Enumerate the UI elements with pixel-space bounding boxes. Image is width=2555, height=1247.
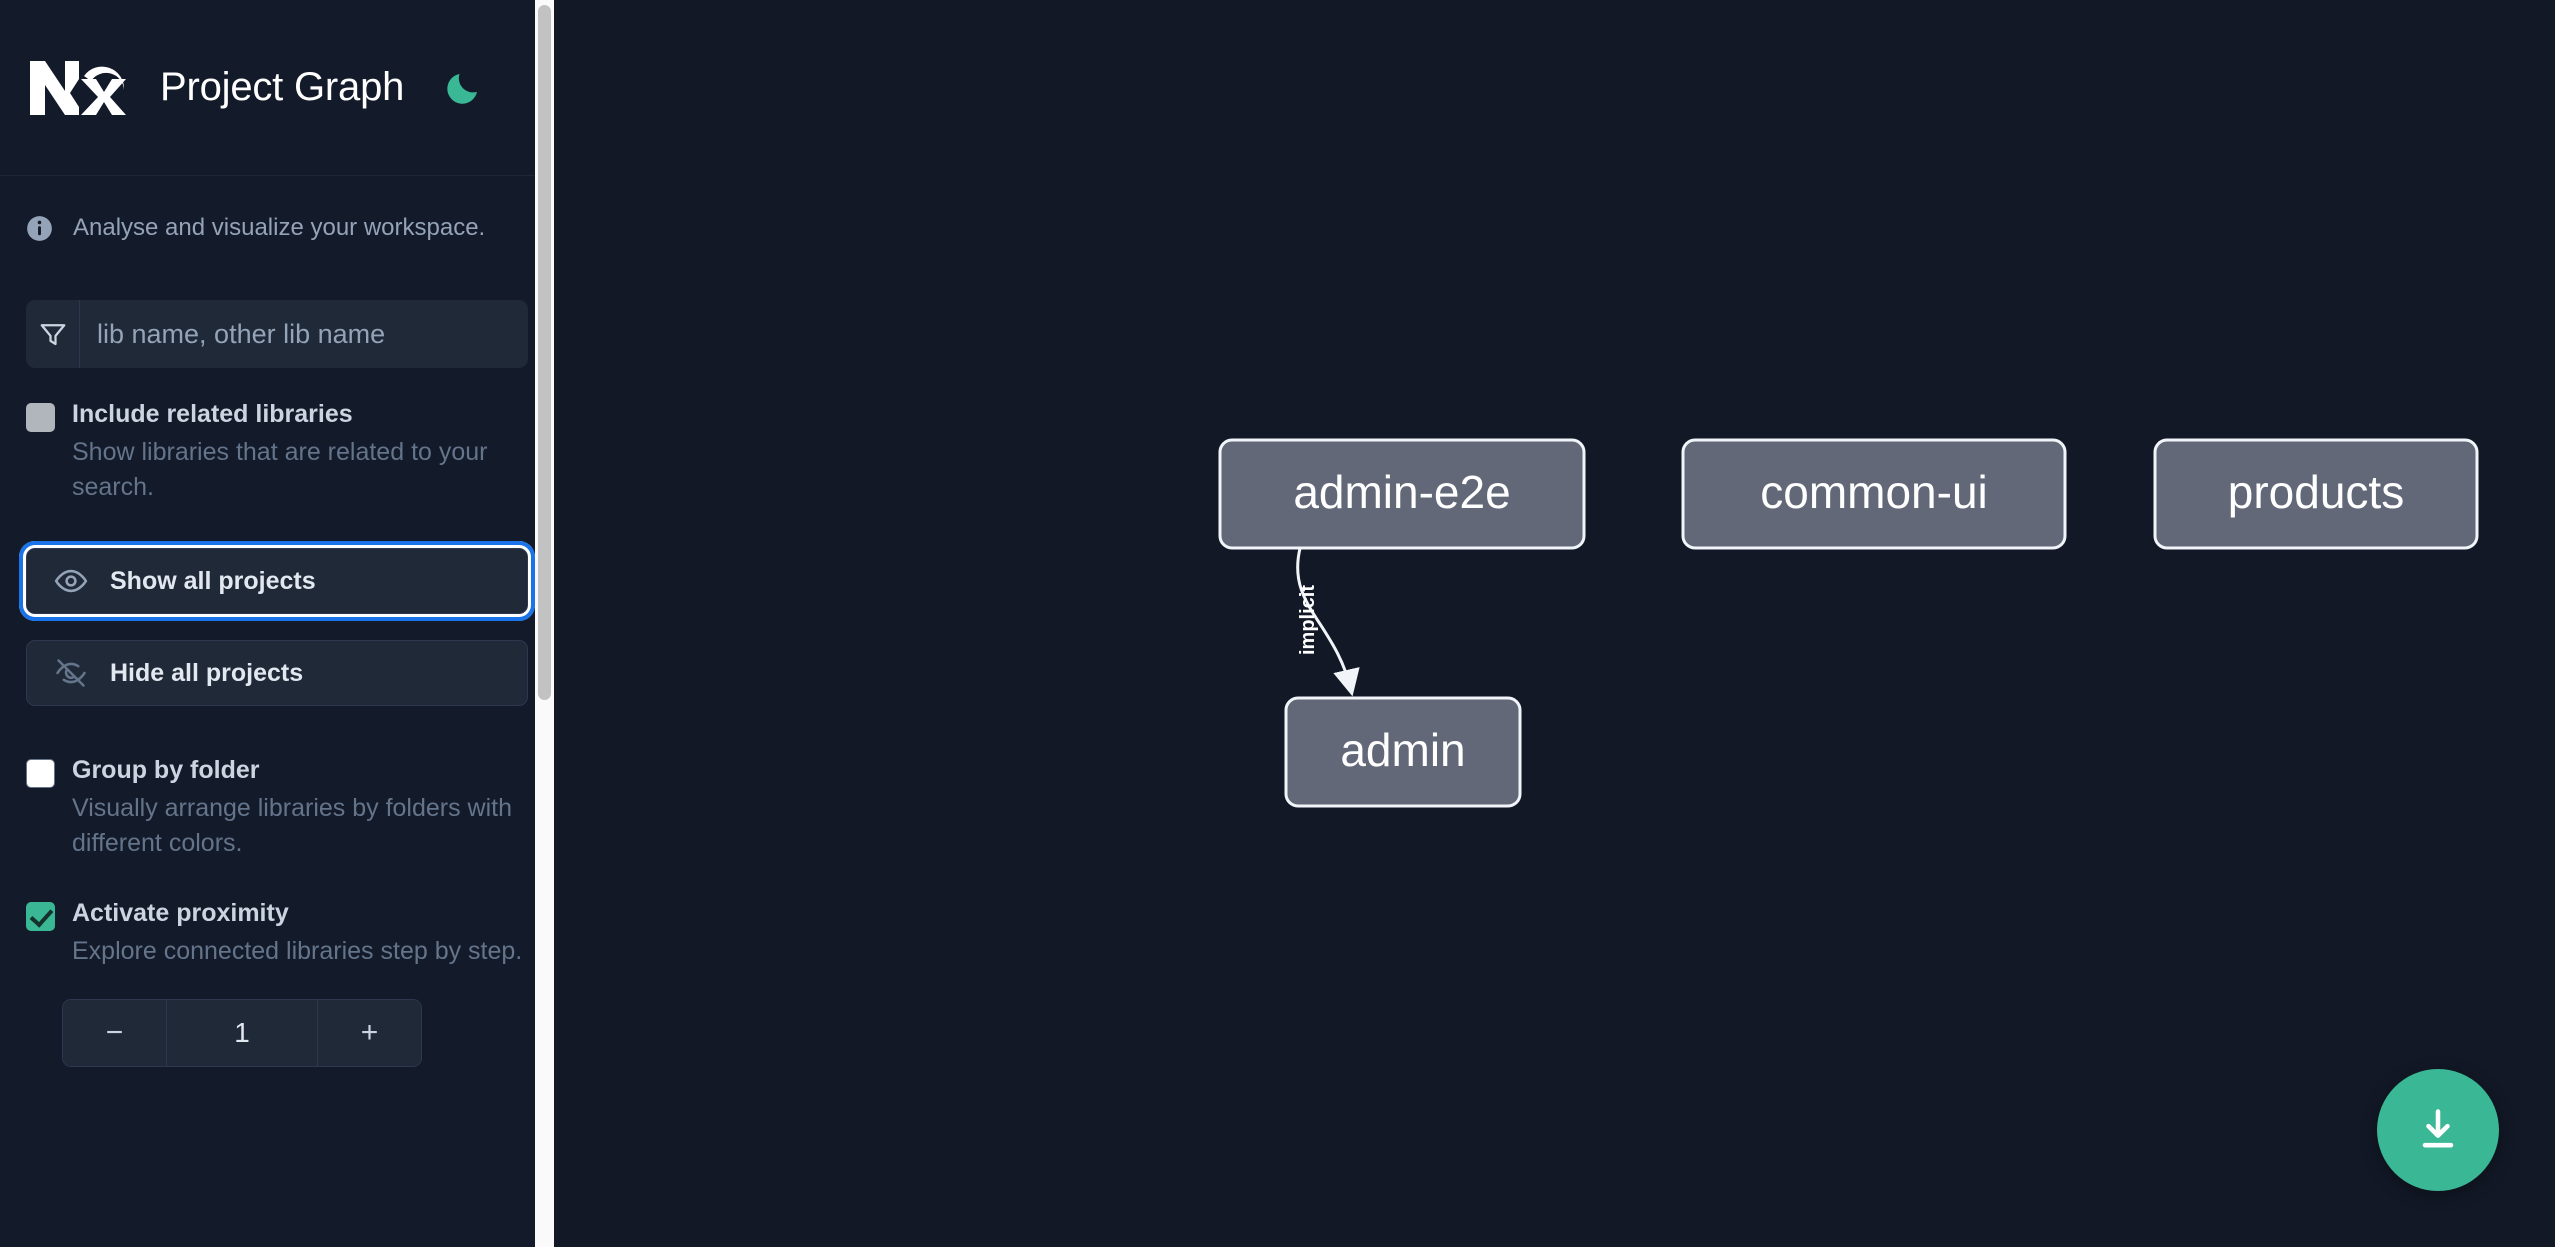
funnel-shape xyxy=(40,324,65,346)
tagline-text: Analyse and visualize your workspace. xyxy=(73,214,486,241)
graph-node-box xyxy=(2153,438,2479,550)
graph-node-label: products xyxy=(2228,466,2404,518)
graph-node-admin[interactable]: admin xyxy=(1284,696,1522,808)
sidebar: Project Graph Analyse and visualize your… xyxy=(0,0,554,1247)
hide-all-projects-button[interactable]: Hide all projects xyxy=(26,640,528,706)
graph-node-box xyxy=(1218,438,1586,550)
theme-toggle-button[interactable] xyxy=(440,65,486,111)
option-description: Explore connected libraries step by step… xyxy=(72,937,523,965)
option-include-related-libraries[interactable]: Include related libraries Show libraries… xyxy=(26,398,528,504)
graph-node-label: admin-e2e xyxy=(1293,466,1510,518)
graph-node-admin-e2e[interactable]: admin-e2e xyxy=(1218,438,1586,550)
sidebar-header: Project Graph xyxy=(0,0,554,176)
graph-node-common-ui[interactable]: common-ui xyxy=(1681,438,2067,550)
option-label: Include related libraries xyxy=(72,400,353,428)
checkbox-include-related-libraries[interactable] xyxy=(26,403,55,432)
option-group-by-folder[interactable]: Group by folder Visually arrange librari… xyxy=(26,754,528,860)
graph-canvas[interactable]: implicitimplicit admin-e2e common-ui produ… xyxy=(554,0,2555,1247)
graph-edge-label: implicit xyxy=(1297,585,1319,655)
filter-funnel-icon xyxy=(26,300,80,368)
option-label: Activate proximity xyxy=(72,899,289,927)
eye-icon xyxy=(54,569,88,593)
graph-node-box xyxy=(1284,696,1522,808)
hide-all-projects-label: Hide all projects xyxy=(110,658,304,687)
option-label: Group by folder xyxy=(72,756,260,784)
sidebar-scrollbar-track[interactable] xyxy=(535,0,554,1247)
search-input[interactable] xyxy=(80,300,528,368)
project-graph-svg[interactable]: implicitimplicit admin-e2e common-ui produ… xyxy=(554,0,2555,1247)
option-activate-proximity[interactable]: Activate proximity Explore connected lib… xyxy=(26,897,528,969)
proximity-decrement-button[interactable]: − xyxy=(63,999,166,1066)
graph-node-products[interactable]: products xyxy=(2153,438,2479,550)
stepper-divider xyxy=(166,999,167,1066)
proximity-increment-button[interactable]: + xyxy=(318,999,421,1066)
option-description: Visually arrange libraries by folders wi… xyxy=(72,794,513,857)
eye-off-icon xyxy=(56,659,86,687)
graph-nodes: admin-e2ecommon-uiproductsstore-e2eadmin… xyxy=(1218,438,2479,808)
graph-node-label: admin xyxy=(1340,724,1465,776)
proximity-stepper[interactable]: − 1 + xyxy=(62,998,422,1067)
graph-edge[interactable]: implicit xyxy=(1296,547,1360,697)
nx-logo-icon xyxy=(30,60,126,115)
page-title: Project Graph xyxy=(160,65,405,109)
graph-node-label: common-ui xyxy=(1760,466,1988,518)
moon-icon xyxy=(447,73,478,104)
show-all-projects-button[interactable]: Show all projects xyxy=(19,541,535,621)
download-image-button[interactable] xyxy=(2377,1069,2499,1191)
filter-field[interactable] xyxy=(26,300,528,368)
sidebar-scrollbar-thumb[interactable] xyxy=(538,5,551,700)
graph-node-box xyxy=(1681,438,2067,550)
sidebar-tagline: Analyse and visualize your workspace. xyxy=(0,176,554,248)
sidebar-body: Include related libraries Show libraries… xyxy=(0,300,554,1067)
checkbox-group-by-folder[interactable] xyxy=(26,759,55,788)
show-all-projects-label: Show all projects xyxy=(110,566,316,595)
proximity-value: 1 xyxy=(167,999,317,1066)
download-icon xyxy=(2422,1109,2454,1148)
info-icon xyxy=(27,215,52,241)
option-description: Show libraries that are related to your … xyxy=(72,438,488,501)
checkbox-activate-proximity[interactable] xyxy=(26,902,55,931)
stepper-divider xyxy=(317,999,318,1066)
graph-edges: implicitimplicit xyxy=(1296,547,1360,697)
